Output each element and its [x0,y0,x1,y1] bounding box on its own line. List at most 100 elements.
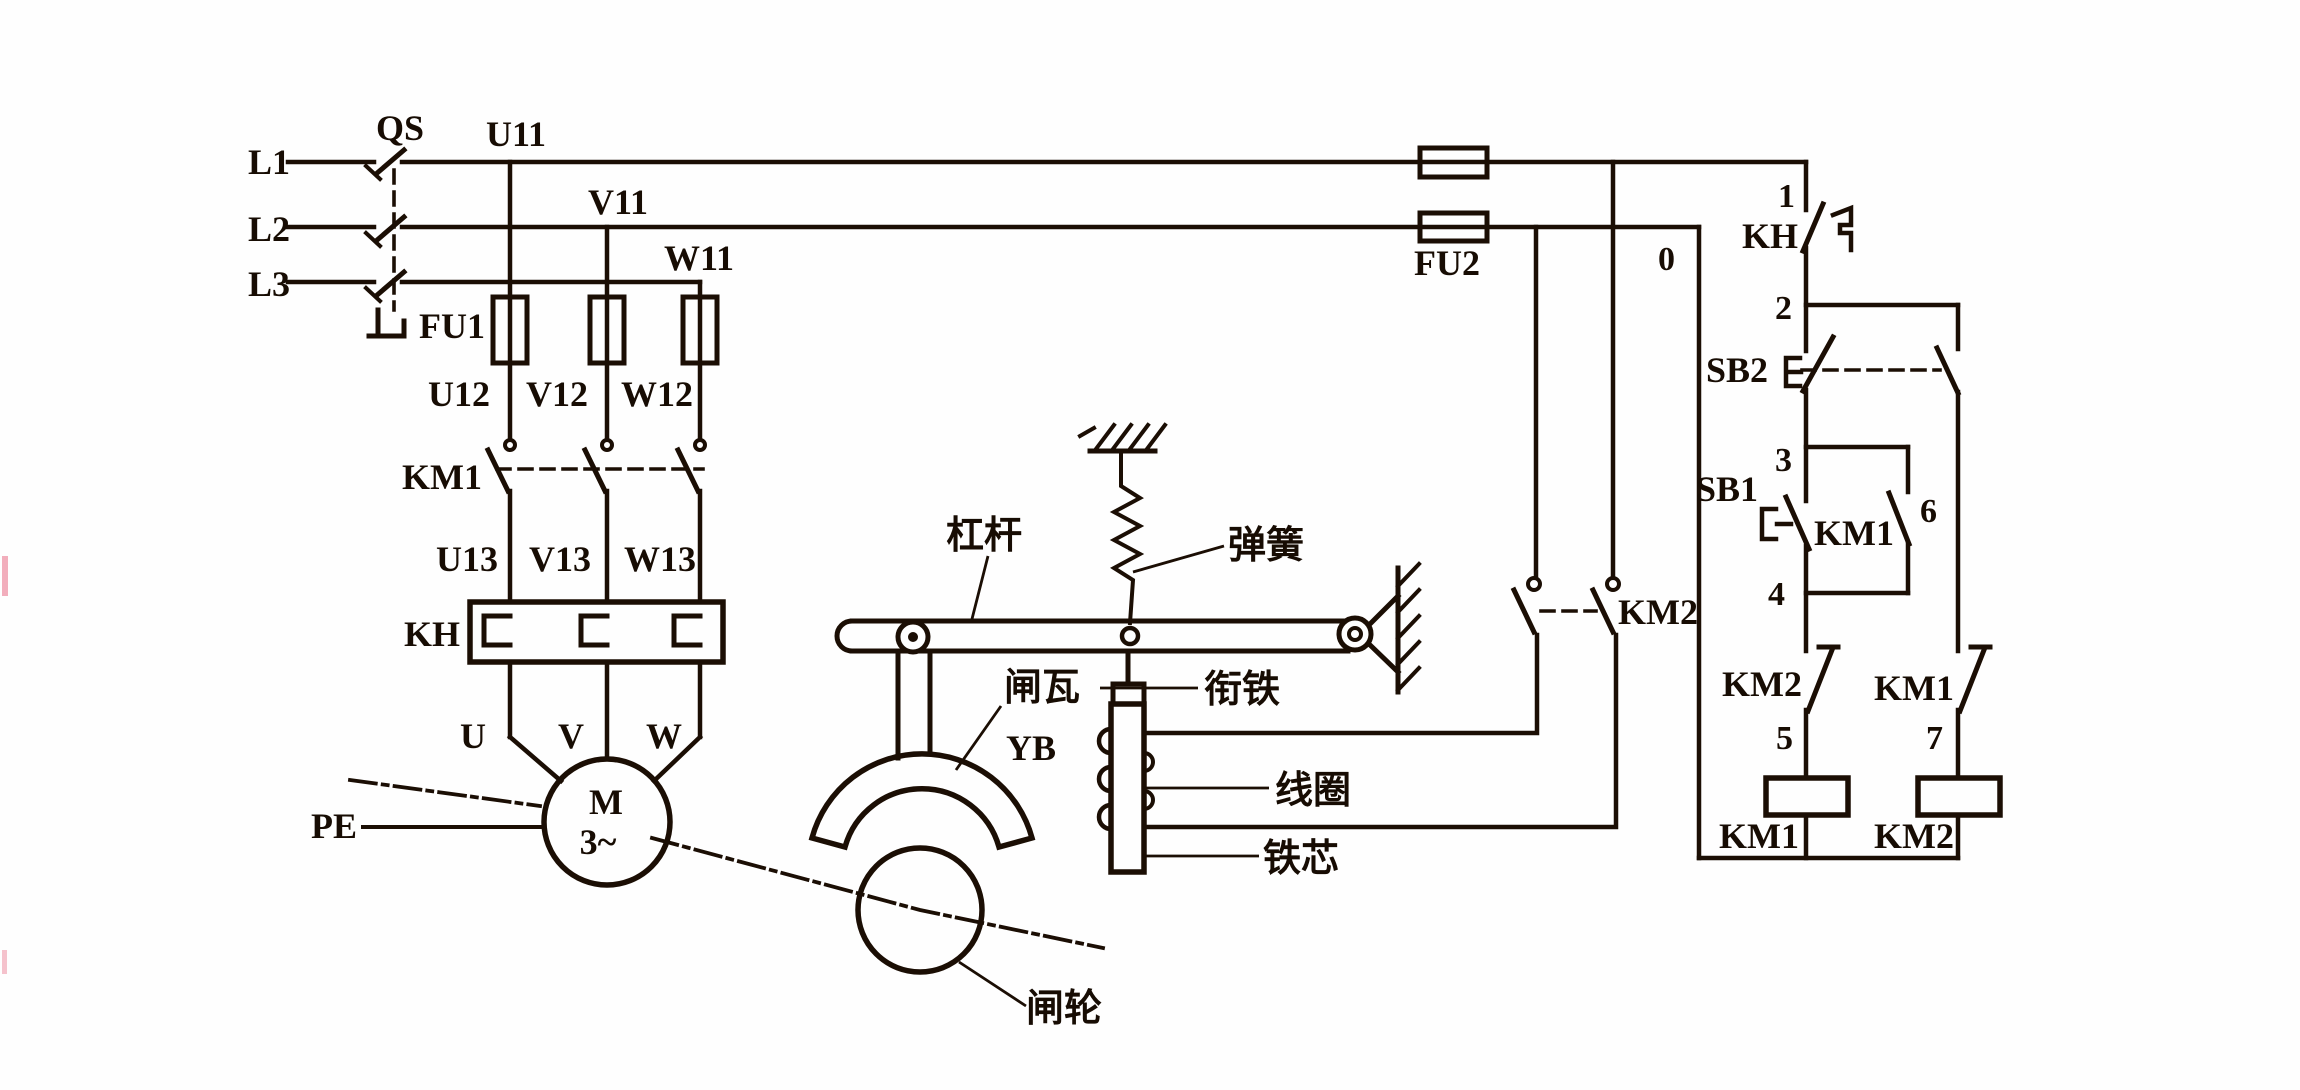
text-labels: L1 L2 L3 QS U11 V11 W11 FU1 U12 V12 W12 … [248,108,1954,1030]
node-branches [1803,302,1961,596]
label-km2-coil: KM2 [1874,816,1954,856]
fuse-u [490,294,530,366]
brake-arm-posts [895,648,933,761]
contact-hinge-v [600,438,614,452]
label-brake-shoe: 闸瓦 [1004,667,1080,709]
label-node-5: 5 [1776,720,1793,757]
sb1-actuator [1759,506,1794,542]
coil-turns-left [1096,726,1114,832]
label-km2-brake: KM2 [1618,592,1698,632]
label-node-3: 3 [1775,442,1792,479]
sb2-nc-blade [1799,333,1837,395]
label-w12: W12 [621,374,693,414]
contact-hinge-w [693,438,707,452]
label-node-7: 7 [1926,720,1943,757]
label-iron-core: 铁芯 [1263,838,1339,880]
label-km1-coil: KM1 [1719,816,1799,856]
km2-brake-blades [1510,586,1617,636]
label-leaders [954,544,1269,1008]
km2-hinge-left [1526,576,1542,592]
label-w: W [646,716,682,756]
kh-contact-hook-icon [1830,204,1854,253]
motor-circle [541,756,673,888]
label-brake-wheel: 闸轮 [1026,988,1102,1030]
lever-pivot-left-pin [908,632,918,642]
label-km1-aux: KM1 [1814,513,1894,553]
kh-box [467,599,726,665]
label-v: V [558,716,584,756]
label-node-4: 4 [1768,576,1785,613]
sb2-right-blade [1933,344,1962,397]
label-l1: L1 [248,142,290,182]
motor-leads [506,659,704,785]
qs-handle [366,307,407,339]
label-u12: U12 [428,374,490,414]
supply-drops [1533,159,1616,580]
label-motor-phase: 3~ [580,822,617,862]
kh-heater-elements [481,613,703,648]
label-spring: 弹簧 [1228,525,1304,567]
label-qs: QS [376,108,424,148]
label-l3: L3 [248,264,290,304]
brake-mechanism [808,422,1422,1008]
power-rails [285,146,1809,339]
label-w13: W13 [624,539,696,579]
label-lever: 杠杆 [946,515,1022,557]
shaft-centerline-left [347,777,543,809]
label-node-0: 0 [1658,241,1675,278]
label-l2: L2 [248,209,290,249]
qs-switch-blades [372,146,408,300]
ceiling-hatching [1077,422,1168,452]
label-v12: V12 [526,374,588,414]
qs-contact-ticks [363,163,383,304]
label-v13: V13 [529,539,591,579]
label-km2-interlock: KM2 [1722,664,1802,704]
label-kh-control: KH [1742,216,1798,256]
lever-bar [834,618,1351,654]
wall-hatching [1395,561,1422,693]
label-node-6: 6 [1920,493,1937,530]
spring [1109,449,1145,626]
motor [347,756,1106,951]
contact-hinge-u [503,438,517,452]
brake-wheel [855,845,985,975]
km2-coil [1915,775,2003,818]
magnet-wires [1141,632,1619,830]
label-armature: 衔铁 [1204,669,1280,711]
fuse-w [680,294,720,366]
shaft-centerline [649,835,1106,951]
fu2-fuse-1 [1417,145,1490,180]
phase-lines [285,159,1809,285]
sb2-actuator [1783,355,1804,389]
km1-interlock-blade [1956,644,1993,715]
label-v11: V11 [588,182,648,222]
control-circuit [1417,145,2003,861]
label-node-2: 2 [1775,290,1792,327]
coil-turns-right [1141,750,1155,812]
fuse-v [587,294,627,366]
label-w11: W11 [664,238,734,278]
label-sb1: SB1 [1696,469,1758,509]
brake-supply [1141,159,1621,830]
brake-shoe [808,751,1036,851]
wall-bracket [1365,565,1402,695]
fu1-fuses [490,159,720,442]
contact-leads [507,488,703,605]
scan-artifacts [2,556,8,974]
label-u11: U11 [486,114,546,154]
label-fu2: FU2 [1414,243,1480,283]
label-motor-m: M [589,782,623,822]
km1-coil [1763,775,1851,818]
label-yb: YB [1006,728,1056,768]
km2-interlock-blade [1804,644,1841,715]
label-pe: PE [311,806,357,846]
label-fu1: FU1 [419,306,485,346]
wall-pivot-pin [1347,626,1363,642]
label-km1-interlock: KM1 [1874,668,1954,708]
label-u: U [460,716,486,756]
kh-thermal-relay [467,599,726,785]
fu2-fuse-2 [1417,210,1490,244]
label-coil: 线圈 [1275,770,1351,812]
label-u13: U13 [436,539,498,579]
